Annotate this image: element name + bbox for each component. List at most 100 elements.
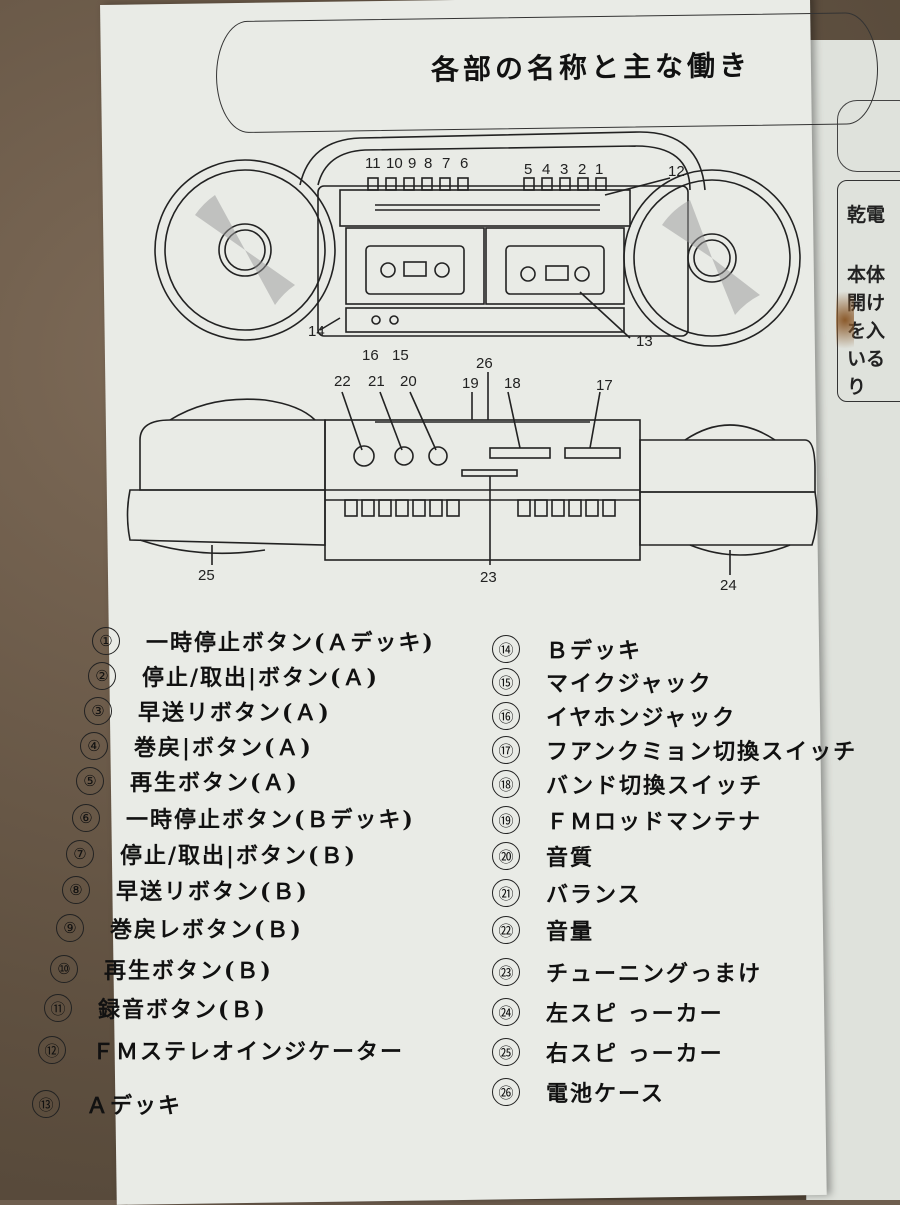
adjacent-page-line: を入	[847, 320, 886, 342]
callout-10: 10	[386, 155, 403, 172]
item-number: ①	[92, 627, 120, 655]
item-label: バンド切換スイッチ	[546, 773, 764, 799]
front-view	[154, 131, 801, 347]
callout-26: 26	[476, 355, 493, 372]
item-number: ⑯	[492, 702, 520, 730]
item-number: ⑧	[62, 876, 90, 904]
item-label: 録音ボタン(Ｂ)	[98, 997, 267, 1023]
item-number: ⑮	[492, 668, 520, 696]
list-item: ⑩ 再生ボタン(Ｂ)	[50, 953, 273, 985]
item-label: 左スピ っーカー	[546, 1001, 724, 1027]
item-label: 巻戻|ボタン(Ａ)	[134, 735, 313, 761]
callout-14: 14	[308, 323, 325, 340]
item-label: 巻戻レボタン(Ｂ)	[110, 917, 303, 943]
item-label: 再生ボタン(Ａ)	[130, 770, 299, 796]
item-label: 停止/取出|ボタン(Ｂ)	[120, 843, 357, 869]
item-label: 音量	[546, 919, 595, 945]
callout-5: 5	[524, 161, 532, 178]
item-number: ㉑	[492, 879, 520, 907]
list-item: ① 一時停止ボタン(Ａデッキ)	[92, 625, 435, 657]
list-item: ⑱ バンド切換スイッチ	[492, 768, 763, 800]
top-view-callouts: 26 22 21 20 19 18 17 23 25 24	[198, 355, 737, 594]
item-number: ㉖	[492, 1078, 520, 1106]
item-label: Ａデッキ	[86, 1093, 183, 1119]
callout-24: 24	[720, 577, 737, 594]
item-label: 電池ケース	[546, 1081, 665, 1107]
callout-18: 18	[504, 375, 521, 392]
item-number: ⑲	[492, 806, 520, 834]
speaker-grilles	[195, 195, 760, 315]
item-number: ⑬	[32, 1090, 60, 1118]
callout-21: 21	[368, 373, 385, 390]
item-label: イヤホンジャック	[546, 705, 737, 731]
item-label: 音質	[546, 845, 595, 871]
callout-4: 4	[542, 161, 550, 178]
item-number: ㉔	[492, 998, 520, 1026]
item-number: ⑭	[492, 635, 520, 663]
item-number: ㉕	[492, 1038, 520, 1066]
item-number: ④	[80, 732, 108, 760]
callout-22: 22	[334, 373, 351, 390]
list-item: ④ 巻戻|ボタン(Ａ)	[80, 730, 313, 762]
item-number: ⑳	[492, 842, 520, 870]
list-item: ⑳ 音質	[492, 840, 594, 872]
list-item: ⑬ Ａデッキ	[32, 1088, 182, 1120]
callout-23: 23	[480, 569, 497, 586]
adjacent-page-line: 乾電	[847, 204, 886, 226]
callout-12: 12	[668, 163, 685, 180]
callout-15: 15	[392, 347, 409, 364]
callout-7: 7	[442, 155, 450, 172]
adjacent-page-line: 本体	[847, 264, 886, 286]
callout-17: 17	[596, 377, 613, 394]
adjacent-page-title-box	[837, 100, 900, 172]
front-view-callouts: 11 10 9 8 7 6 5 4 3 2 1 12 14 16 15 13	[308, 155, 685, 364]
callout-3: 3	[560, 161, 568, 178]
item-number: ⑫	[38, 1036, 66, 1064]
list-item: ⑯ イヤホンジャック	[492, 700, 736, 732]
item-number: ㉒	[492, 916, 520, 944]
callout-16: 16	[362, 347, 379, 364]
callout-2: 2	[578, 161, 586, 178]
item-number: ⑦	[66, 840, 94, 868]
item-number: ⑥	[72, 804, 100, 832]
item-number: ⑱	[492, 770, 520, 798]
callout-9: 9	[408, 155, 416, 172]
item-number: ⑨	[56, 914, 84, 942]
item-label: 再生ボタン(Ｂ)	[104, 958, 273, 984]
callout-25: 25	[198, 567, 215, 584]
list-item: ⑮ マイクジャック	[492, 666, 712, 698]
item-number: ㉓	[492, 958, 520, 986]
item-number: ⑩	[50, 955, 78, 983]
callout-20: 20	[400, 373, 417, 390]
callout-19: 19	[462, 375, 479, 392]
callout-8: 8	[424, 155, 432, 172]
item-label: マイクジャック	[546, 671, 713, 697]
item-label: 一時停止ボタン(Ａデッキ)	[146, 630, 435, 656]
page-stain	[836, 280, 854, 360]
list-item: ⑧ 早送リボタン(Ｂ)	[62, 874, 309, 906]
item-number: ⑤	[76, 767, 104, 795]
callout-1: 1	[595, 161, 603, 178]
item-label: 早送リボタン(Ｂ)	[116, 879, 309, 905]
item-number: ③	[84, 697, 112, 725]
list-item: ⑤ 再生ボタン(Ａ)	[76, 765, 299, 797]
item-number: ⑰	[492, 736, 520, 764]
item-label: 右スピ っーカー	[546, 1041, 724, 1067]
list-item: ③ 早送リボタン(Ａ)	[84, 695, 331, 727]
top-view	[126, 372, 818, 575]
adjacent-page-line: り	[847, 376, 867, 398]
item-label: 早送リボタン(Ａ)	[138, 700, 331, 726]
item-label: バランス	[546, 882, 642, 908]
item-label: Ｂデッキ	[546, 638, 643, 664]
item-number: ②	[88, 662, 116, 690]
